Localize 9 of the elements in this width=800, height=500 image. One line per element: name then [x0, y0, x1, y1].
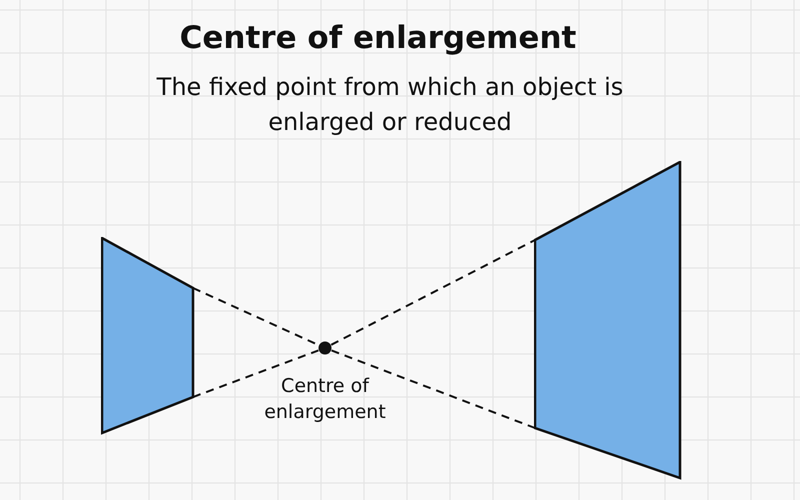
point-label: Centre of enlargement — [263, 374, 387, 425]
dashed-line — [330, 239, 536, 346]
subtitle: The fixed point from which an object is enlarged or reduced — [156, 72, 624, 138]
trapezoid-shape — [534, 161, 682, 480]
trapezoid-shape — [101, 237, 195, 435]
title: Centre of enlargement — [178, 20, 578, 56]
dashed-line — [331, 350, 536, 429]
dashed-line — [192, 350, 319, 398]
centre-point — [318, 341, 332, 355]
